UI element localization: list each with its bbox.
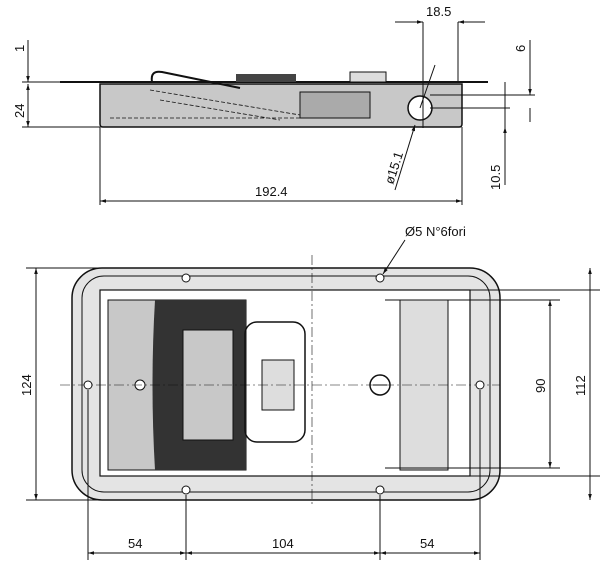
dim-10-5: 10.5 (488, 165, 503, 190)
dim-hole-diameter: ø15.1 (382, 150, 407, 186)
handle-lever (150, 70, 241, 89)
dim-18-5: 18.5 (426, 4, 451, 19)
dim-54-left: 54 (128, 536, 142, 551)
dim-54-right: 54 (420, 536, 434, 551)
front-view: Ø5 N°6fori 124 90 112 54 104 54 (19, 224, 600, 560)
latch-plate (236, 74, 296, 82)
dim-104: 104 (272, 536, 294, 551)
dim-192-4: 192.4 (255, 184, 288, 199)
dim-24: 24 (12, 104, 27, 118)
dim-90: 90 (533, 379, 548, 393)
dim-124: 124 (19, 374, 34, 396)
body-section (99, 83, 463, 128)
lock-mechanism (299, 91, 371, 119)
mounting-holes (83, 273, 485, 495)
hole-note: Ø5 N°6fori (405, 224, 466, 239)
dim-6: 6 (513, 45, 528, 52)
side-view: 18.5 1 24 6 10.5 ø15.1 192.4 (12, 4, 535, 205)
dim-112: 112 (573, 375, 588, 396)
latch-body (244, 321, 306, 443)
dim-1: 1 (12, 45, 27, 52)
lock-cap (349, 71, 387, 83)
